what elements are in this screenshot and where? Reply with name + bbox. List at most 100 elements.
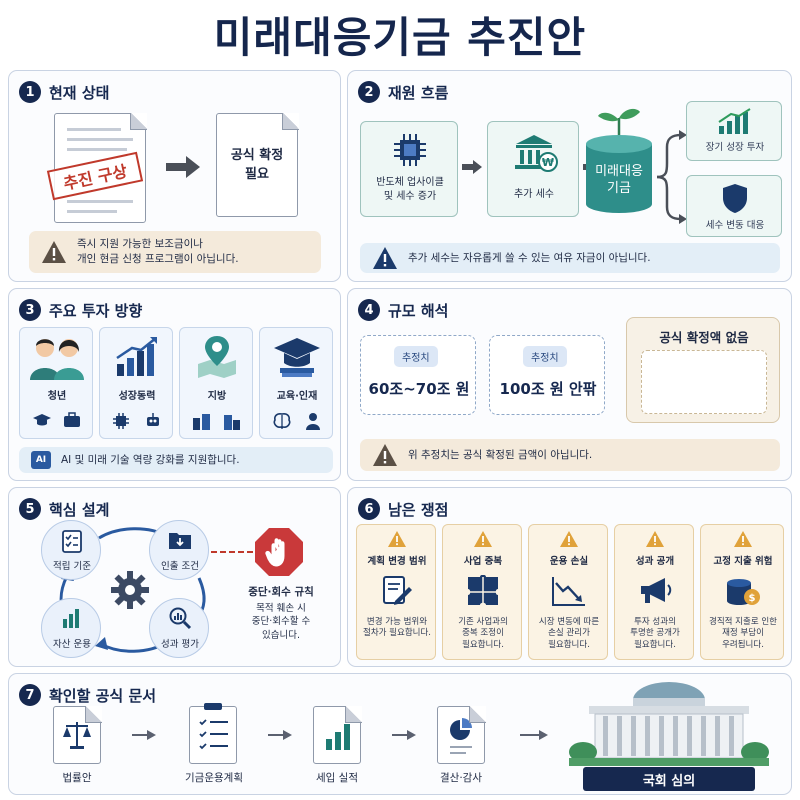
panel-scale: 4 규모 해석 추정치 60조~70조 원 추정치 100조 원 안팎 공식 확… xyxy=(347,288,792,481)
growth-invest-box: 장기 성장 투자 xyxy=(686,101,782,161)
growth-chart-icon xyxy=(718,108,751,134)
issue-title: 계획 변경 범위 xyxy=(367,556,427,567)
bar-chart-icon xyxy=(63,609,79,628)
dashed-connector xyxy=(211,551,253,553)
plan-clipboard-icon xyxy=(189,703,237,764)
document-edit-icon xyxy=(383,576,412,605)
issue-desc: 기존 사업과의 중복 조정이 필요합니다. xyxy=(458,617,508,650)
briefcase-icon xyxy=(64,412,80,427)
growth-chart-icon xyxy=(116,337,157,376)
card-youth-label: 청년 xyxy=(47,391,67,402)
issue-card-fixed-cost: 고정 지출 위험 $ 경직적 지출로 인한 재정 부담이 우려됩니다. xyxy=(700,524,784,660)
national-assembly-building-icon xyxy=(569,682,769,766)
warning-icon xyxy=(388,531,406,547)
scale-note: 위 추정치는 공식 확정된 금액이 아닙니다. xyxy=(360,439,780,471)
ai-note-text: AI 및 미래 기술 역량 강화를 지원합니다. xyxy=(61,453,240,466)
bank-icon: ₩ xyxy=(515,135,558,172)
tax-volatility-box: 세수 변동 대응 xyxy=(686,175,782,237)
card-growth-engine: 성장동력 xyxy=(99,327,173,439)
card-region: 지방 xyxy=(179,327,253,439)
buildings-icon xyxy=(224,415,240,430)
official-amount-label: 공식 확정액 없음 xyxy=(659,330,749,345)
svg-text:₩: ₩ xyxy=(542,156,554,169)
chip-icon xyxy=(113,413,129,429)
cycle-node-withdraw: 인출 조건 xyxy=(149,520,209,580)
magnifier-chart-icon xyxy=(169,607,192,630)
arrow-right-icon xyxy=(462,160,482,174)
card-youth: 청년 xyxy=(19,327,93,439)
warning-icon xyxy=(646,531,664,547)
national-assembly-review-label: 국회 심의 xyxy=(583,767,755,791)
ai-note: AI AI 및 미래 기술 역량 강화를 지원합니다. xyxy=(19,447,333,473)
issue-card-disclosure: 성과 공개 투자 성과의 투명한 공개가 필요합니다. xyxy=(614,524,694,660)
issue-title: 고정 지출 위험 xyxy=(713,556,773,567)
issue-title: 운용 손실 xyxy=(549,556,589,567)
scale-note-text: 위 추정치는 공식 확정된 금액이 아닙니다. xyxy=(408,448,593,461)
doc-label-audit: 결산·감사 xyxy=(440,772,482,784)
section-title: 확인할 공식 문서 xyxy=(49,686,157,705)
estimate-1-value: 60조~70조 원 xyxy=(368,380,470,398)
section-title: 핵심 설계 xyxy=(49,500,110,519)
panel-funding-flow: 2 재원 흐름 반도체 업사이클 및 세수 증가 ₩ 추가 세수 미래대응 기금 xyxy=(347,70,792,282)
issue-title: 성과 공개 xyxy=(635,556,675,567)
section-title: 현재 상태 xyxy=(49,83,110,102)
tax-volatility-label: 세수 변동 대응 xyxy=(705,220,765,231)
section-title: 남은 쟁점 xyxy=(388,500,449,519)
cycle-node-reserve: 적립 기준 xyxy=(41,520,101,580)
issue-desc: 변경 가능 범위와 절차가 필요합니다. xyxy=(363,617,431,639)
estimate-2-tag: 추정치 xyxy=(523,346,567,367)
panel-investment-directions: 3 주요 투자 방향 청년 성장동력 지방 xyxy=(8,288,341,481)
issue-card-overlap: 사업 중복 기존 사업과의 중복 조정이 필요합니다. xyxy=(442,524,522,660)
folder-download-icon xyxy=(169,533,191,549)
issue-title: 사업 중복 xyxy=(463,556,503,567)
issue-desc: 시장 변동에 따른 손실 관리가 필요합니다. xyxy=(538,617,600,650)
growth-invest-label: 장기 성장 투자 xyxy=(705,142,765,153)
estimate-2-value: 100조 원 안팎 xyxy=(499,380,597,398)
cycle-node-asset: 자산 운용 xyxy=(41,598,101,658)
page-title: 미래대응기금 추진안 xyxy=(213,13,587,62)
audit-report-icon xyxy=(437,705,486,764)
status-note-text: 즉시 지원 가능한 보조금이나 개인 현금 신청 프로그램이 아닙니다. xyxy=(77,238,239,265)
official-document-icon: 공식 확정 필요 xyxy=(216,112,299,217)
empty-amount-placeholder xyxy=(641,350,767,414)
semiconductor-box: 반도체 업사이클 및 세수 증가 xyxy=(360,121,458,217)
bar-chart-icon xyxy=(326,724,350,750)
section-number: 6 xyxy=(358,498,380,520)
section-number: 4 xyxy=(358,299,380,321)
ai-chip-icon: AI xyxy=(31,451,51,469)
section-number: 7 xyxy=(19,684,41,706)
cycle-node-withdraw-label: 인출 조건 xyxy=(161,561,199,572)
panel-remaining-issues: 6 남은 쟁점 계획 변경 범위 변경 가능 범위와 절차가 필요합니다. 사업… xyxy=(347,487,792,667)
stop-hand-icon xyxy=(255,528,303,576)
svg-text:$: $ xyxy=(749,593,756,604)
doc-label-plan: 기금운용계획 xyxy=(185,772,243,784)
card-growth-label: 성장동력 xyxy=(118,391,156,402)
arrow-right-icon xyxy=(268,730,292,740)
warning-icon xyxy=(560,531,578,547)
puzzle-icon xyxy=(468,575,498,605)
panel-core-design: 5 핵심 설계 적립 기준 인출 조건 성과 평가 자산 운용 중단·회수 규칙… xyxy=(8,487,341,667)
estimate-2-box: 추정치 100조 원 안팎 xyxy=(489,335,605,415)
warning-icon xyxy=(734,531,752,547)
arrow-right-icon xyxy=(520,730,548,740)
status-note: 즉시 지원 가능한 보조금이나 개인 현금 신청 프로그램이 아닙니다. xyxy=(29,231,321,273)
doc-label-revenue: 세입 실적 xyxy=(316,772,358,784)
issue-card-plan-change: 계획 변경 범위 변경 가능 범위와 절차가 필요합니다. xyxy=(356,524,436,660)
shield-icon xyxy=(723,184,747,213)
card-education: 교육·인재 xyxy=(259,327,333,439)
card-education-label: 교육·인재 xyxy=(276,391,318,402)
graduation-cap-icon xyxy=(33,414,51,426)
warning-icon xyxy=(42,241,66,263)
flow-note-text: 추가 세수는 자유롭게 쓸 수 있는 여유 자금이 아닙니다. xyxy=(408,251,651,264)
warning-icon xyxy=(474,531,492,547)
scales-icon xyxy=(63,722,91,749)
tax-box: ₩ 추가 세수 xyxy=(487,121,579,217)
estimate-1-box: 추정치 60조~70조 원 xyxy=(360,335,476,415)
document-text: 공식 확정 필요 xyxy=(230,147,284,183)
doc-label-law: 법률안 xyxy=(62,772,92,784)
card-region-label: 지방 xyxy=(207,391,227,402)
coin-stack-icon: $ xyxy=(727,579,760,605)
section-title: 주요 투자 방향 xyxy=(49,301,143,320)
person-icon xyxy=(306,413,320,430)
young-people-icon xyxy=(30,339,84,380)
